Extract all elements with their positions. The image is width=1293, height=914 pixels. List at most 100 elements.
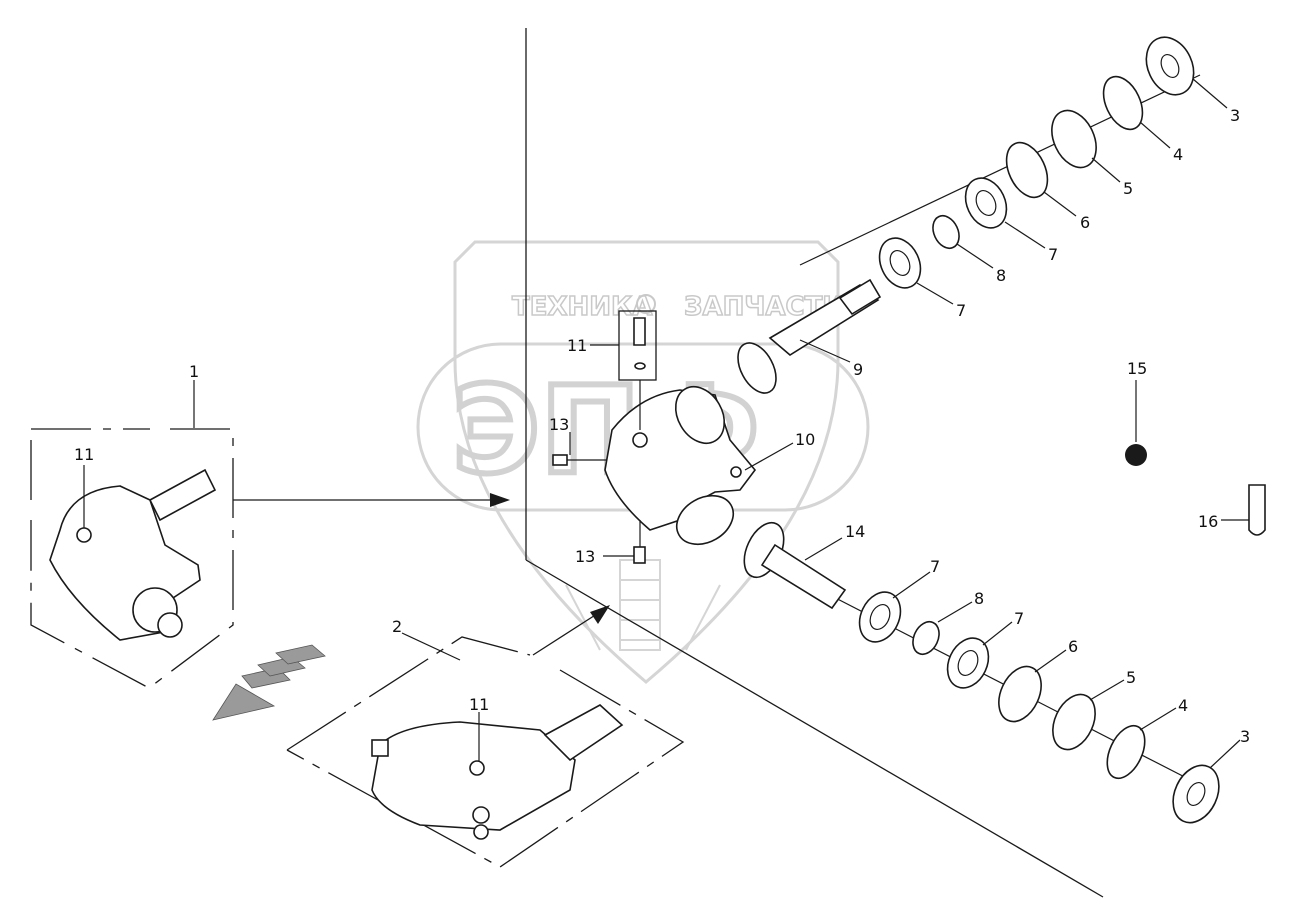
leader-5-bottom bbox=[1089, 679, 1125, 701]
leader-10 bbox=[744, 442, 794, 471]
callout-4-bottom: 4 bbox=[1178, 696, 1188, 715]
housing-fill-hole bbox=[632, 432, 648, 448]
watermark-brand-left: ТЕХНИКА bbox=[512, 292, 652, 322]
spacer-8-upper bbox=[932, 214, 960, 250]
bearing-7-lower-right-bore bbox=[957, 650, 979, 676]
leader-3-top bbox=[1192, 78, 1228, 109]
callout-3-bottom: 3 bbox=[1240, 727, 1250, 746]
breather-washer bbox=[634, 362, 646, 370]
watermark-shield bbox=[453, 240, 840, 684]
callout-14: 14 bbox=[845, 522, 865, 541]
housing-10 bbox=[604, 385, 757, 546]
callout-11-main: 11 bbox=[567, 336, 587, 355]
bearing-7-upper-left-bore bbox=[889, 250, 911, 276]
callout-9: 9 bbox=[853, 360, 863, 379]
callout-16: 16 bbox=[1198, 512, 1218, 531]
housing-bottom-bore bbox=[675, 494, 735, 546]
housing-mount-hole bbox=[730, 466, 742, 478]
bearing-7-upper-right bbox=[964, 177, 1008, 229]
breather-11-icon bbox=[633, 317, 646, 346]
gearbox-1-plug bbox=[76, 527, 92, 543]
seal-3-lower bbox=[1172, 764, 1220, 824]
callout-7-bottom-left: 7 bbox=[930, 557, 940, 576]
callout-7-bottom-right: 7 bbox=[1014, 609, 1024, 628]
callout-11-inset1: 11 bbox=[74, 445, 94, 464]
arrow-2-head bbox=[590, 605, 610, 624]
callout-3-top: 3 bbox=[1230, 106, 1240, 125]
spacer-8-lower bbox=[912, 620, 940, 656]
callout-13-side: 13 bbox=[549, 415, 569, 434]
callout-15: 15 bbox=[1127, 359, 1147, 378]
plug-13-bottom-icon bbox=[633, 546, 646, 564]
shim-6-upper bbox=[1005, 141, 1049, 199]
bearing-7-lower-right bbox=[946, 637, 990, 689]
watermark-gear-icon bbox=[636, 294, 656, 314]
callout-2: 2 bbox=[392, 617, 402, 636]
lower-shaft-14 bbox=[760, 543, 847, 610]
callout-8-bottom: 8 bbox=[974, 589, 984, 608]
bearing-7-lower-left bbox=[858, 591, 902, 643]
inset-assembly-2 bbox=[286, 636, 685, 868]
arrow-1-head bbox=[490, 493, 510, 507]
seal-3-lower-bore bbox=[1186, 782, 1206, 806]
gearbox-2-bolt-b bbox=[473, 824, 489, 840]
callout-6-top: 6 bbox=[1080, 213, 1090, 232]
gearbox-1-output-shaft bbox=[157, 612, 183, 638]
callout-10: 10 bbox=[795, 430, 815, 449]
leader-7-top-left bbox=[916, 282, 954, 305]
callout-1: 1 bbox=[189, 362, 199, 381]
watermark-wheat-icon bbox=[565, 559, 721, 651]
gearbox-2-bolt-a bbox=[472, 806, 490, 824]
leader-8-bottom bbox=[937, 601, 973, 623]
bevel-gear-upper bbox=[737, 342, 777, 394]
housing-top-bore bbox=[674, 385, 726, 445]
leader-7-top-right bbox=[1004, 221, 1046, 249]
callout-8-top: 8 bbox=[996, 266, 1006, 285]
upper-shaft-spline bbox=[838, 278, 882, 316]
seal-3-upper-bore bbox=[1160, 54, 1180, 78]
gearbox-1-input-shaft bbox=[148, 468, 217, 522]
bearing-7-lower-left-bore bbox=[869, 604, 891, 630]
part-16-icon bbox=[1248, 484, 1266, 536]
leader-3-bottom bbox=[1209, 739, 1241, 769]
part-15-dot-icon bbox=[1125, 444, 1147, 466]
leader-2 bbox=[401, 632, 461, 661]
inset-2-frame bbox=[286, 636, 685, 868]
callout-13-bottom: 13 bbox=[575, 547, 595, 566]
leader-14 bbox=[804, 537, 843, 561]
leader-9 bbox=[799, 339, 851, 363]
leader-6-bottom bbox=[1034, 649, 1067, 673]
leader-8-top bbox=[956, 243, 994, 269]
gearbox-2-input-shaft bbox=[543, 704, 624, 762]
bearing-7-upper-left bbox=[878, 237, 922, 289]
inset-1-frame bbox=[30, 428, 234, 689]
frame-line-diagonal bbox=[525, 559, 1104, 898]
callout-7-top-right: 7 bbox=[1048, 245, 1058, 264]
leader-6-top bbox=[1043, 191, 1077, 217]
plug-13-side-icon bbox=[552, 454, 568, 466]
callout-7-top-left: 7 bbox=[956, 301, 966, 320]
gearbox-2-body bbox=[371, 721, 576, 831]
callout-labels: 1 11 2 11 11 13 13 3 4 5 6 7 8 7 9 10 15… bbox=[74, 106, 1250, 746]
circlip-4-upper bbox=[1102, 75, 1144, 131]
callout-5-bottom: 5 bbox=[1126, 668, 1136, 687]
gearbox-2-plug bbox=[469, 760, 485, 776]
direction-arrow-icon bbox=[212, 644, 326, 721]
leader-4-bottom bbox=[1139, 707, 1177, 731]
circlip-4-lower bbox=[1106, 724, 1146, 780]
shim-5-lower bbox=[1052, 693, 1096, 751]
leader-lines bbox=[83, 78, 1241, 769]
seal-3-upper bbox=[1145, 36, 1195, 96]
leader-7-bottom-right bbox=[982, 621, 1013, 646]
gearbox-2-stub bbox=[371, 739, 389, 757]
callout-5-top: 5 bbox=[1123, 179, 1133, 198]
callout-6-bottom: 6 bbox=[1068, 637, 1078, 656]
shim-6-lower bbox=[998, 665, 1042, 723]
inset-assembly-1 bbox=[30, 428, 234, 689]
leader-5-top bbox=[1091, 157, 1121, 183]
leader-7-bottom-left bbox=[892, 571, 931, 599]
callout-11-inset2: 11 bbox=[469, 695, 489, 714]
shim-5-upper bbox=[1051, 109, 1097, 169]
